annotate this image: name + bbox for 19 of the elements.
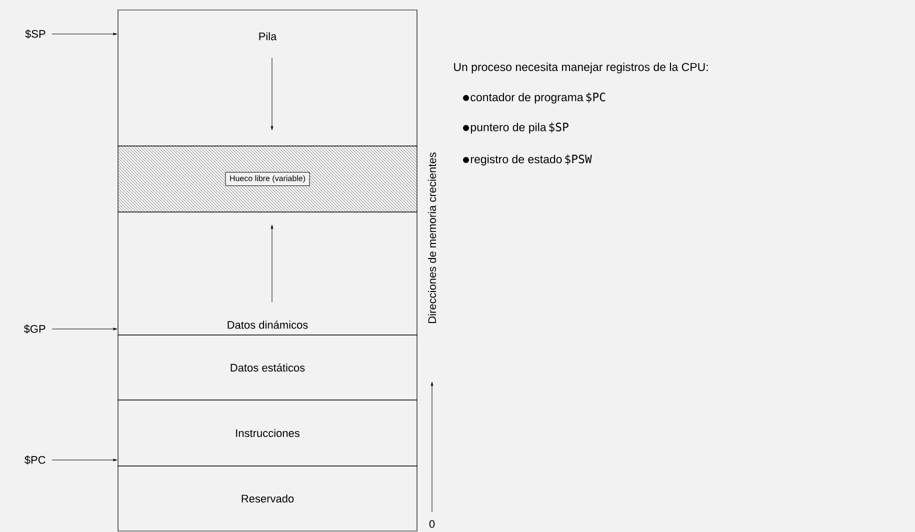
hatched-band — [118, 146, 418, 212]
arrow — [52, 328, 118, 330]
memory-segment: Datos dinámicos — [118, 212, 418, 336]
arrow — [52, 458, 118, 462]
label-box: Hueco libre (variable) — [225, 172, 310, 186]
register-label: $SP — [25, 30, 46, 38]
note-text: Un proceso necesita manejar registros de la CPU: — [454, 62, 708, 74]
register-label: $PC — [24, 456, 46, 464]
list-item: contador de programa $PC — [470, 92, 606, 104]
memory-segment: Datos estáticos — [118, 334, 418, 400]
memory-segment: Pila — [118, 10, 418, 146]
memory-segment: Reservado — [118, 466, 418, 532]
register-label: $GP — [24, 324, 46, 334]
list-item: registro de estado $PSW — [470, 154, 592, 166]
list-item: puntero de pila $SP — [470, 122, 568, 134]
axis-label: 0 — [429, 520, 435, 528]
axis-label: Direcciones de memoria crecientes — [428, 152, 436, 323]
memory-segment: Instrucciones — [118, 400, 418, 466]
arrow — [52, 32, 118, 36]
